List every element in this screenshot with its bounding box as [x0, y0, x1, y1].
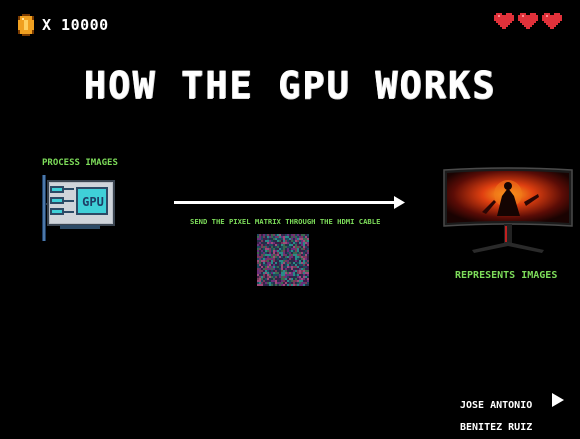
author-credit: JOSE ANTONIO BENITEZ RUIZ [460, 395, 532, 439]
send-matrix-caption: SEND THE PIXEL MATRIX THROUGH THE HDMI C… [190, 217, 381, 226]
play-next-icon[interactable] [551, 392, 565, 407]
page-title: HOW THE GPU WORKS [83, 64, 497, 107]
represents-images-label: REPRESENTS IMAGES [455, 270, 558, 281]
pixel-matrix-icon [257, 234, 309, 286]
coin-counter: X 10000 [42, 16, 109, 34]
author-line-1: JOSE ANTONIO [460, 400, 533, 411]
coin-icon [16, 14, 36, 36]
heart-icon [494, 13, 514, 29]
process-images-label: PROCESS IMAGES [42, 158, 118, 168]
gpu-card-icon [40, 173, 116, 243]
arrow-right-icon [174, 194, 406, 210]
heart-icon [518, 13, 538, 29]
lives-display [494, 13, 564, 35]
gpu-chip-label: GPU [82, 195, 104, 209]
monitor-icon [442, 166, 574, 256]
heart-icon [542, 13, 562, 29]
author-line-2: BENITEZ RUIZ [460, 422, 533, 433]
